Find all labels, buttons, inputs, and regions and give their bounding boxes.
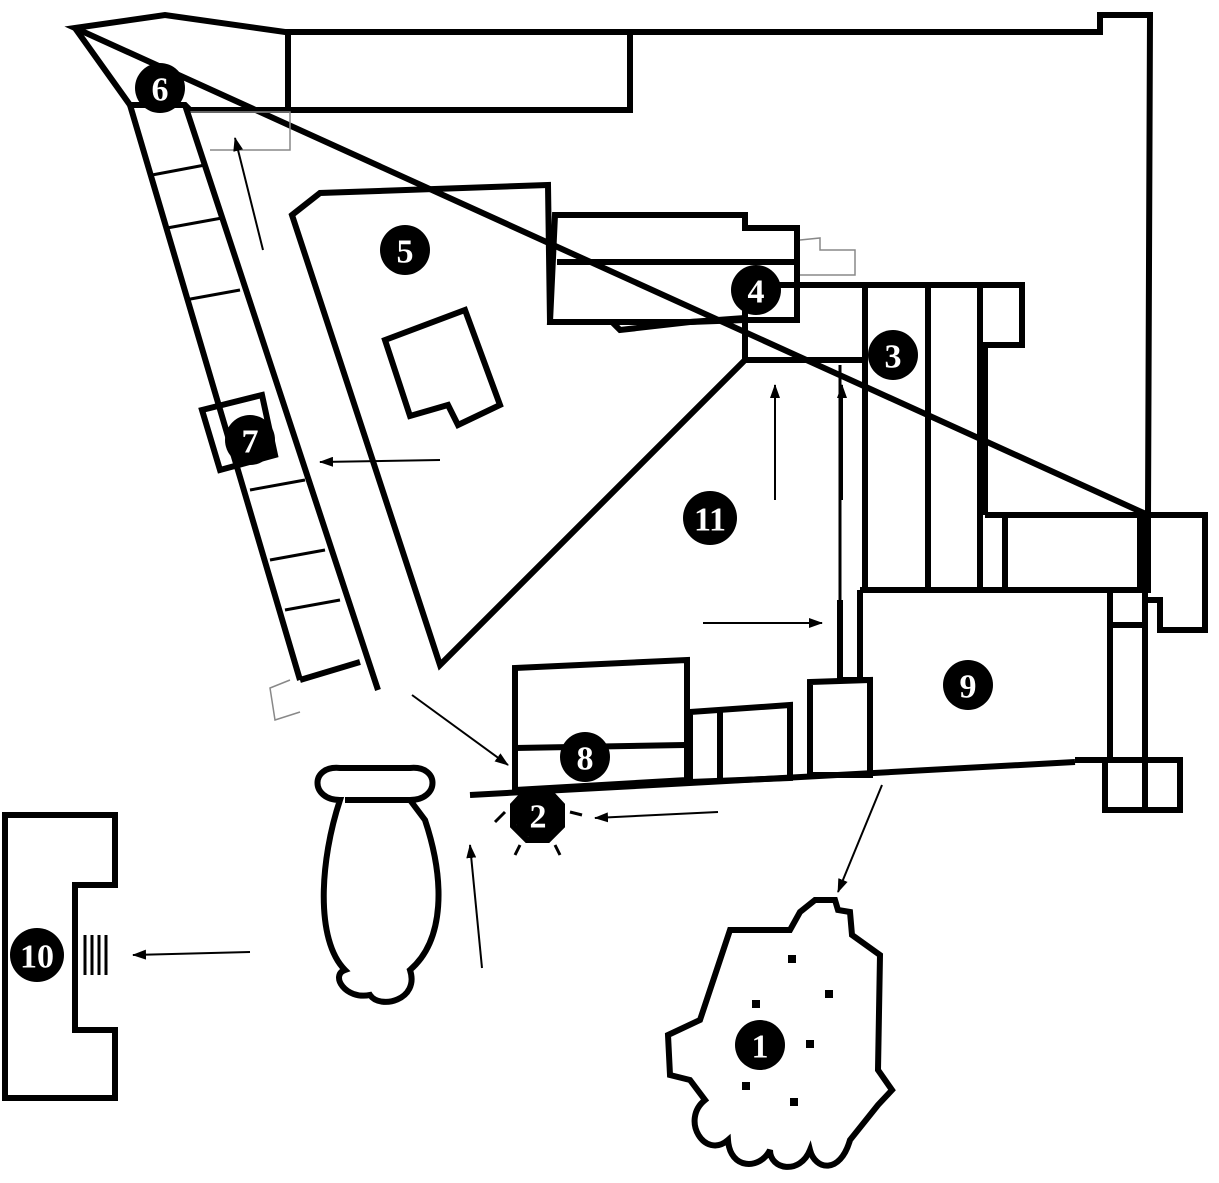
svg-text:10: 10: [20, 939, 54, 976]
svg-text:8: 8: [577, 741, 594, 778]
label-3: 3: [868, 330, 918, 380]
courtyard-5: [288, 181, 748, 671]
label-4: 4: [731, 265, 781, 315]
svg-text:11: 11: [694, 502, 726, 539]
church: [314, 764, 442, 1005]
building-10: [2, 812, 118, 1101]
circulation-arrows: [132, 137, 883, 969]
svg-text:7: 7: [242, 424, 259, 461]
label-10: 10: [10, 928, 64, 982]
label-8: 8: [560, 732, 610, 782]
building-1: [664, 897, 896, 1170]
block-3: [797, 282, 1151, 600]
label-1: 1: [735, 1020, 785, 1070]
label-9: 9: [943, 660, 993, 710]
svg-text:9: 9: [960, 669, 977, 706]
octagon-2: [493, 787, 583, 856]
label-6: 6: [135, 63, 185, 113]
svg-text:2: 2: [530, 799, 547, 836]
label-5: 5: [380, 225, 430, 275]
label-2: 2: [514, 791, 562, 839]
svg-text:3: 3: [885, 339, 902, 376]
svg-text:6: 6: [152, 72, 169, 109]
svg-text:4: 4: [748, 274, 765, 311]
west-wing: [127, 104, 381, 721]
svg-text:5: 5: [397, 234, 414, 271]
label-7: 7: [225, 415, 275, 465]
label-11: 11: [683, 491, 737, 545]
svg-text:1: 1: [752, 1029, 769, 1066]
